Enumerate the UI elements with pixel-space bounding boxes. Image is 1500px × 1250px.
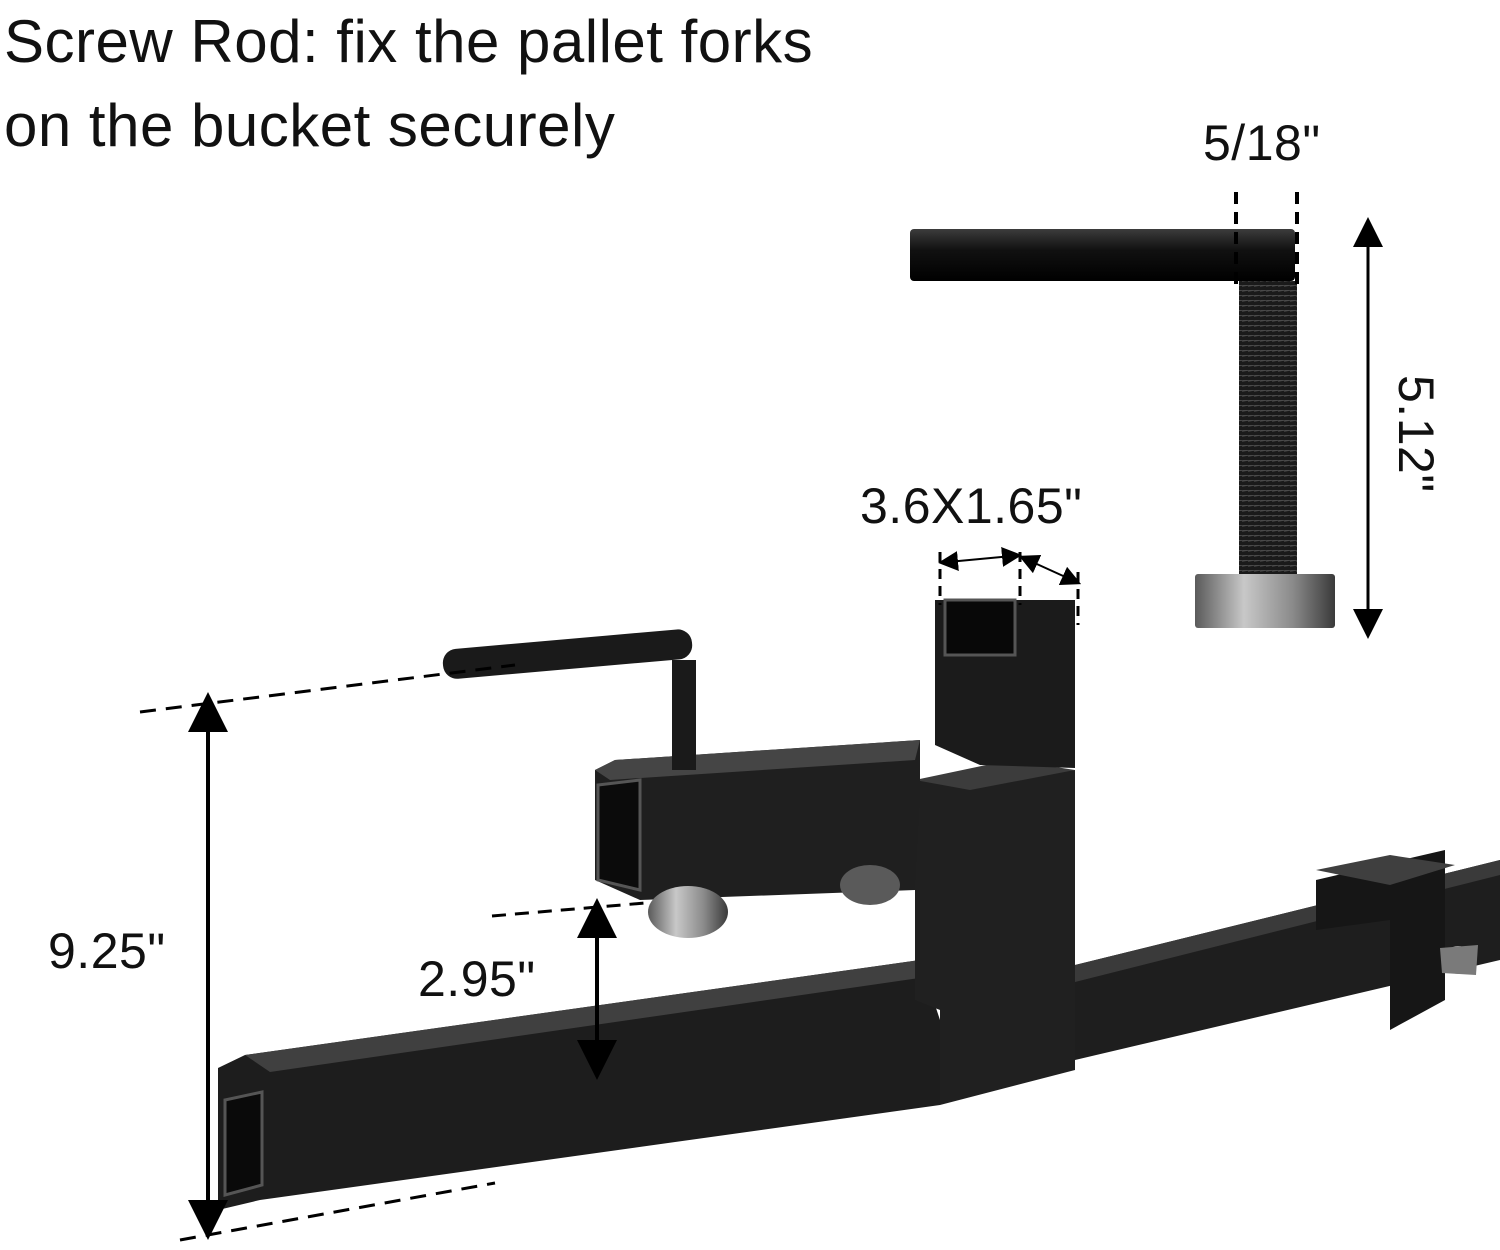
jaw-gap-label: 2.95" [418, 951, 536, 1007]
top-height-guide [139, 663, 516, 714]
overall-height-label: 9.25" [48, 923, 166, 979]
screw-rod-thread [1239, 281, 1297, 576]
tube-depth-arrow [1018, 555, 1082, 585]
bottom-height-guide [179, 1181, 496, 1242]
screw-rod-handle [910, 229, 1295, 281]
vertical-post [915, 770, 1075, 1105]
lower-tube-opening [223, 1090, 264, 1197]
screw-rod-illustration [910, 192, 1383, 639]
rod-length-label: 5.12" [1388, 375, 1444, 493]
upper-jaw-tube [595, 740, 920, 900]
clamp-assembly [218, 598, 1500, 1210]
caption-title: Screw Rod: fix the pallet forks on the b… [4, 0, 1004, 168]
tube-size-guides [938, 546, 1082, 625]
tube-size-label: 3.6X1.65" [860, 478, 1083, 534]
tube-width-arrow [938, 546, 1022, 572]
height-guides [139, 663, 646, 1242]
screw-rod-foot [1195, 574, 1335, 628]
installed-rod-thread [672, 660, 696, 770]
caption-line-2: on the bucket securely [4, 92, 616, 159]
caption-line-1: Screw Rod: fix the pallet forks [4, 8, 814, 75]
installed-rod-foot [648, 886, 728, 938]
rod-diameter-label: 5/18" [1203, 115, 1321, 171]
lower-tube [218, 960, 940, 1210]
receiver-opening [943, 598, 1017, 657]
gap-top-guide [491, 901, 646, 918]
installed-rod-handle [442, 629, 693, 679]
upper-jaw-opening [596, 778, 642, 892]
bar-sleeve [1316, 850, 1445, 1030]
